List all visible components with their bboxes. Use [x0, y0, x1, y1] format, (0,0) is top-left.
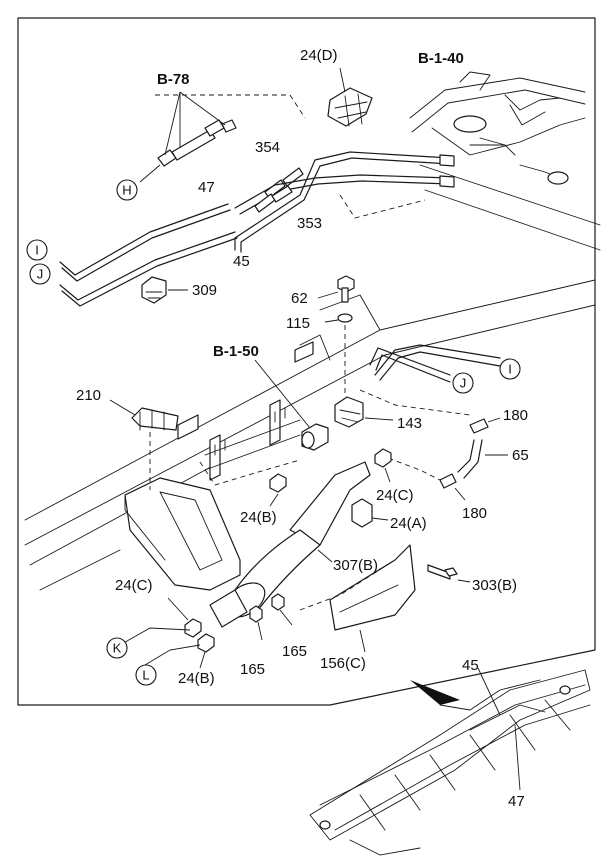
- clip-24b-low: [197, 633, 215, 669]
- bracket-assembly: [199, 399, 301, 486]
- svg-text:K: K: [113, 641, 122, 656]
- part-label-45-inset: 45: [462, 657, 479, 674]
- bolt-62: [317, 275, 355, 303]
- frame-rail: [24, 279, 596, 591]
- part-label-143: 143: [397, 415, 422, 432]
- b78-connector-assembly: [139, 119, 237, 183]
- dashed-reference: [339, 194, 426, 219]
- fuel-hose-j-i: [369, 344, 501, 383]
- part-label-307b: 307(B): [333, 557, 378, 574]
- part-label-354: 354: [255, 139, 280, 156]
- part-label-24b-mid: 24(B): [240, 509, 277, 526]
- part-label-62: 62: [291, 290, 308, 307]
- part-label-47: 47: [198, 179, 215, 196]
- part-label-309: 309: [192, 282, 217, 299]
- chassis-inset: [309, 667, 591, 856]
- clip-24c-low: [167, 597, 202, 638]
- svg-text:J: J: [460, 376, 467, 391]
- part-label-156c: 156(C): [320, 655, 366, 672]
- part-label-165-b: 165: [282, 643, 307, 660]
- b78-leader: [179, 91, 226, 126]
- connector-i-marker-right: I: [499, 358, 521, 380]
- part-label-353: 353: [297, 215, 322, 232]
- part-label-24c-mid: 24(C): [376, 487, 414, 504]
- part-label-24c-low: 24(C): [115, 577, 153, 594]
- fuel-tank: [124, 477, 241, 591]
- connector-i-marker-left: I: [26, 239, 48, 261]
- clip-143: [334, 396, 394, 428]
- clip-24d: [327, 67, 373, 127]
- clamps-165: [249, 593, 293, 641]
- part-label-24d: 24(D): [300, 47, 338, 64]
- b78-leader: [164, 91, 181, 156]
- engine-mount-sketch: [409, 71, 601, 251]
- part-label-303b: 303(B): [472, 577, 517, 594]
- shield-156c: [299, 544, 416, 653]
- section-ref-b150: B-1-50: [213, 343, 259, 360]
- dashed-reference: [155, 94, 306, 119]
- filler-neck-307b: [209, 461, 371, 628]
- part-label-180-bot: 180: [462, 505, 487, 522]
- fuel-tube-45: [59, 231, 238, 307]
- part-label-165-a: 165: [240, 661, 265, 678]
- svg-text:J: J: [37, 267, 44, 282]
- fuel-tube-354: [234, 151, 455, 253]
- part-label-47-inset: 47: [508, 793, 525, 810]
- connector-l-marker: L: [135, 664, 157, 686]
- svg-text:I: I: [508, 362, 512, 377]
- connector-line-k: [119, 627, 191, 646]
- diagram-frame: [17, 17, 596, 706]
- fuel-filter: [254, 359, 329, 451]
- fuel-tube-47: [59, 203, 231, 282]
- part-label-24a: 24(A): [390, 515, 427, 532]
- clip-24b-mid: [269, 473, 287, 507]
- part-label-115: 115: [286, 315, 310, 332]
- svg-text:I: I: [35, 243, 39, 258]
- fuel-tube-353: [234, 174, 455, 215]
- part-label-45: 45: [233, 253, 250, 270]
- part-label-180-top: 180: [503, 407, 528, 424]
- connector-h-marker: H: [116, 179, 138, 201]
- connector-j-marker-right: J: [452, 372, 474, 394]
- clip-24a: [351, 498, 389, 528]
- part-label-65: 65: [512, 447, 529, 464]
- part-label-210: 210: [76, 387, 101, 404]
- section-ref-b140: B-1-40: [418, 50, 464, 67]
- connector-k-marker: K: [106, 637, 128, 659]
- connector-j-marker-left: J: [29, 263, 51, 285]
- part-label-24b-low: 24(B): [178, 670, 215, 687]
- washer-115: [324, 313, 353, 395]
- hose-65: [359, 389, 508, 501]
- connector-line-l: [139, 644, 201, 669]
- clip-210: [109, 399, 179, 490]
- bolt-303b: [427, 564, 471, 583]
- svg-text:L: L: [142, 668, 149, 683]
- clamp-309: [141, 276, 188, 304]
- svg-text:H: H: [122, 183, 131, 198]
- clip-24c-mid: [374, 448, 392, 483]
- section-ref-b78: B-78: [157, 71, 190, 88]
